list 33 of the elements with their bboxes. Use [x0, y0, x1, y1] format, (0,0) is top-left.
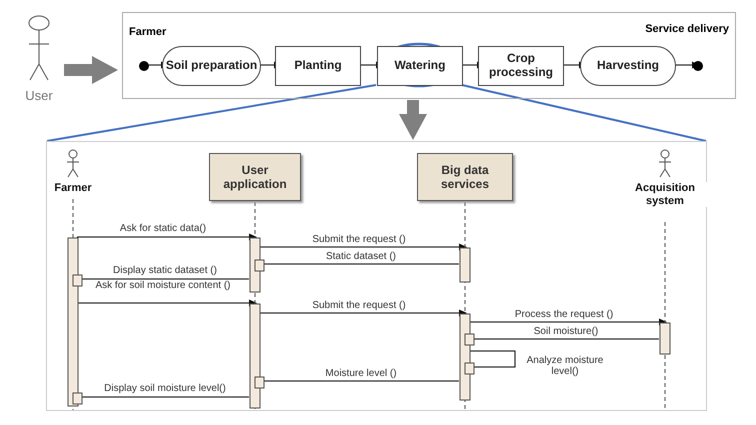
lifeline-box: Big data services: [417, 153, 513, 201]
message-label: Process the request (): [514, 309, 614, 320]
arrow: [76, 300, 257, 306]
process-box: Watering: [377, 46, 463, 86]
arrow: [76, 234, 257, 240]
arrow: [399, 100, 427, 140]
lane-label: Farmer: [129, 26, 166, 38]
message-label: Ask for static data(): [118, 223, 208, 234]
process-frame: [122, 12, 736, 99]
arrow: [258, 310, 467, 316]
message-label: Analyze moisture level(): [526, 355, 604, 377]
process-box: Crop processing: [478, 46, 564, 86]
lane-label: Service delivery: [645, 23, 729, 36]
arrow: [64, 56, 118, 84]
process-box: Planting: [275, 46, 361, 86]
process-terminal: Soil preparation: [162, 46, 261, 86]
message-label: Ask for soil moisture content (): [94, 280, 232, 291]
lifeline-box: User application: [209, 153, 301, 201]
message-label: Submit the request (): [311, 234, 407, 245]
message-label: Soil moisture(): [532, 326, 600, 337]
start-end-dot: [693, 61, 703, 71]
message-label: Display static dataset (): [112, 265, 218, 276]
message-label: Static dataset (): [324, 251, 398, 262]
message-label: Display soil moisture level(): [103, 383, 227, 394]
arrow: [468, 318, 667, 326]
process-terminal: Harvesting: [580, 46, 676, 86]
connector-line: [46, 84, 376, 142]
connector-line: [462, 84, 706, 142]
message-label: Submit the request (): [311, 300, 407, 311]
sequence-frame: [46, 141, 707, 411]
start-end-dot: [139, 61, 149, 71]
message-label: Moisture level (): [324, 368, 398, 379]
arrow: [258, 244, 467, 250]
